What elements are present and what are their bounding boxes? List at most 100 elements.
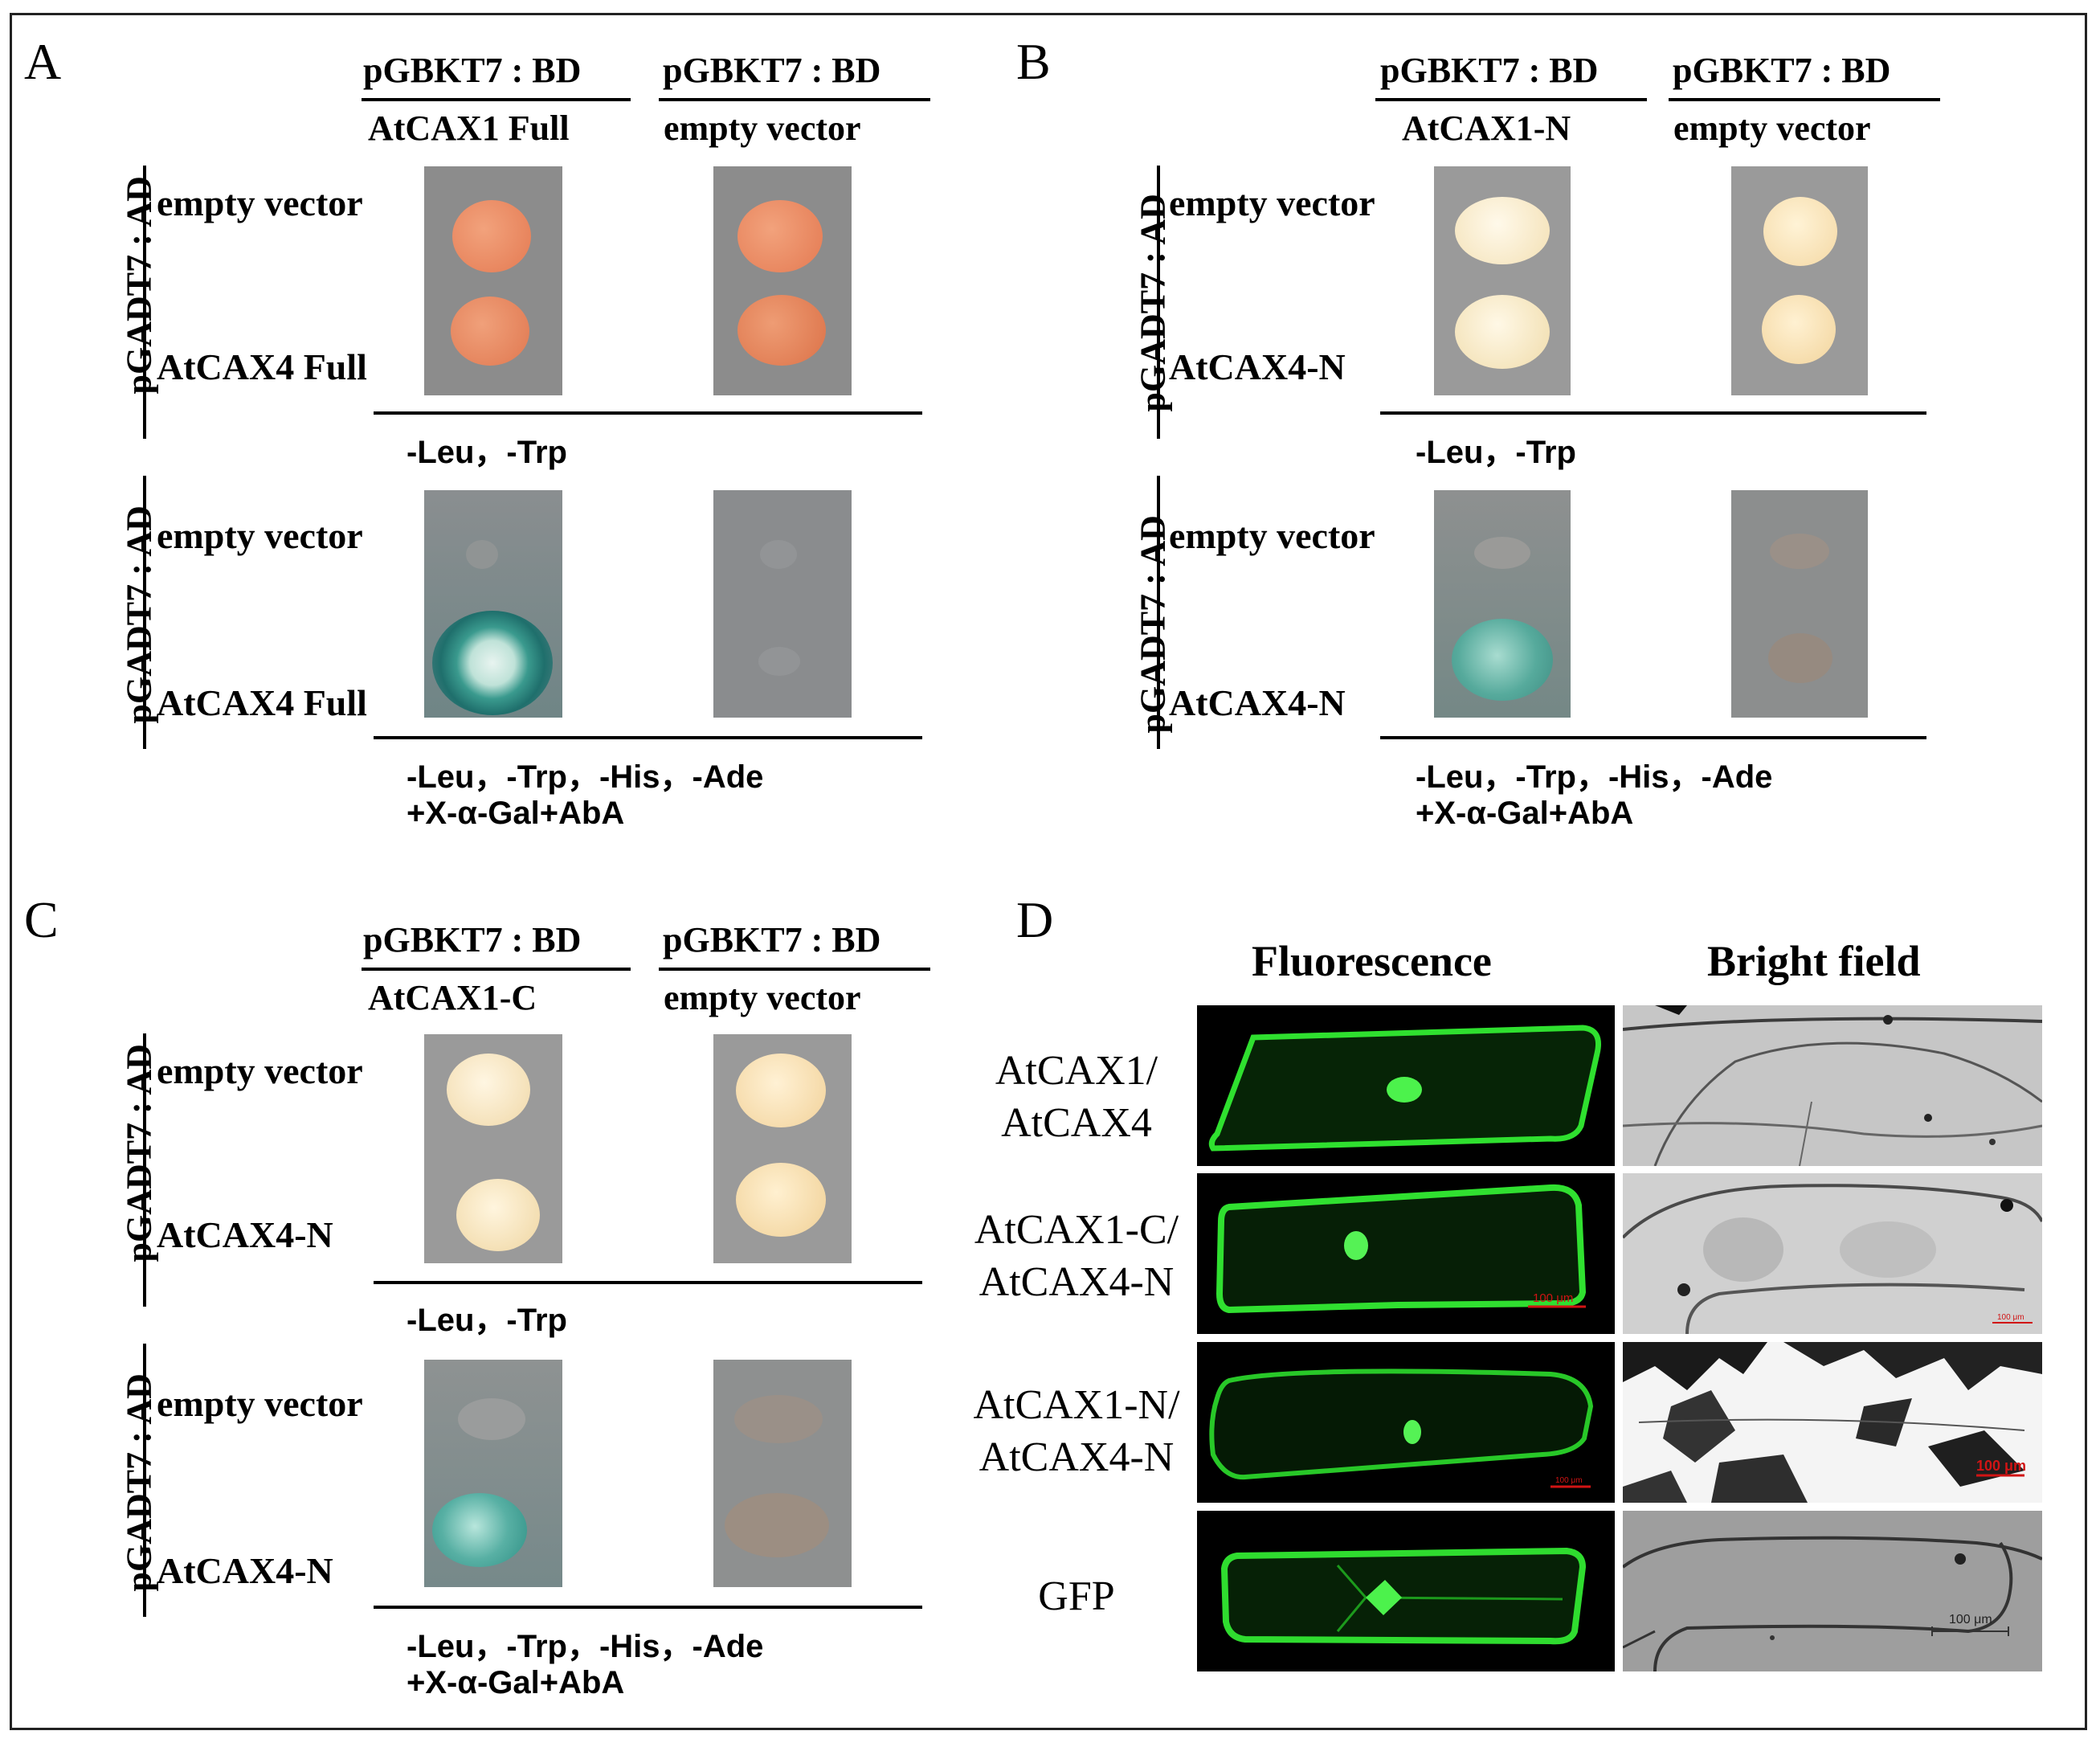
colony xyxy=(736,1163,826,1237)
panel-c-media1-line xyxy=(374,1281,922,1284)
panel-c-media2-line1: -Leu，-Trp，-His，-Ade xyxy=(407,1629,764,1664)
fluorescence-image-2: 100 μm xyxy=(1197,1173,1615,1334)
colony xyxy=(758,647,800,676)
panel-d-row1-line1: AtCAX1/ xyxy=(995,1048,1158,1094)
colony xyxy=(1762,295,1836,364)
figure-frame xyxy=(10,13,2087,1730)
panel-b-media2-line xyxy=(1380,736,1926,739)
panel-a-col2-bottom: empty vector xyxy=(664,108,861,148)
panel-b-media1-line xyxy=(1380,411,1926,415)
fluorescence-image-3: 100 μm xyxy=(1197,1342,1615,1503)
panel-a-col1-top: pGBKT7 : BD xyxy=(363,51,582,90)
scale-bar-label: 100 μm xyxy=(1997,1313,2024,1322)
panel-a-side-line-bottom xyxy=(143,476,146,749)
panel-a-media1-line xyxy=(374,411,922,415)
panel-a-plate-4 xyxy=(713,490,852,718)
bright-field-image-1 xyxy=(1623,1005,2042,1166)
panel-c-label: C xyxy=(24,891,59,948)
panel-c-side-label-top: pGADT7 : AD xyxy=(119,1044,159,1262)
panel-c-row4: AtCAX4-N xyxy=(157,1550,333,1591)
panel-a-label: A xyxy=(24,33,62,90)
panel-a-side-line-top xyxy=(143,166,146,439)
panel-a-row1: empty vector xyxy=(157,182,363,223)
scale-bar-label: 100 μm xyxy=(1949,1613,1992,1626)
colony xyxy=(451,297,529,366)
panel-c-col1-bottom: AtCAX1-C xyxy=(368,978,537,1017)
panel-d-row2-line2: AtCAX4-N xyxy=(979,1259,1175,1305)
panel-d-row3-line1: AtCAX1-N/ xyxy=(973,1382,1180,1428)
panel-c-col1-top: pGBKT7 : BD xyxy=(363,920,582,959)
colony xyxy=(1770,534,1829,569)
panel-b-media2-line1: -Leu，-Trp，-His，-Ade xyxy=(1416,759,1773,795)
panel-b-label: B xyxy=(1016,33,1051,90)
panel-c-media2-line2: +X-α-Gal+AbA xyxy=(407,1665,625,1700)
colony xyxy=(734,1395,823,1443)
panel-c-plate-4 xyxy=(713,1360,852,1587)
panel-c-plate-2 xyxy=(713,1034,852,1263)
panel-b-side-line-bottom xyxy=(1157,476,1160,749)
panel-c-row3: empty vector xyxy=(157,1383,363,1424)
bright-field-image-2: 100 μm xyxy=(1623,1173,2042,1334)
bright-field-image-4: 100 μm xyxy=(1623,1511,2042,1671)
panel-b-side-label-bottom: pGADT7 : AD xyxy=(1133,515,1173,734)
panel-c-plate-3 xyxy=(424,1360,562,1587)
panel-a-plate-1 xyxy=(424,166,562,395)
panel-a-row3: empty vector xyxy=(157,515,363,556)
panel-c-row2: AtCAX4-N xyxy=(157,1214,333,1255)
colony xyxy=(458,1398,525,1440)
colony xyxy=(452,200,531,272)
panel-a-media2-line1: -Leu，-Trp，-His，-Ade xyxy=(407,759,764,795)
panel-b-plate-4 xyxy=(1731,490,1868,718)
panel-d-row3-label: AtCAX1-N/ AtCAX4-N xyxy=(948,1379,1205,1483)
panel-b-row1: empty vector xyxy=(1169,182,1375,223)
panel-b-col2-top: pGBKT7 : BD xyxy=(1673,51,1891,90)
panel-a-col2-underline xyxy=(659,98,930,101)
panel-c-side-line-top xyxy=(143,1033,146,1307)
panel-b-col1-top: pGBKT7 : BD xyxy=(1380,51,1599,90)
panel-b-row3: empty vector xyxy=(1169,515,1375,556)
panel-c-plate-1 xyxy=(424,1034,562,1263)
panel-a-col2-top: pGBKT7 : BD xyxy=(663,51,881,90)
panel-d-label: D xyxy=(1016,891,1054,948)
bright-field-image-3: 100 μm xyxy=(1623,1342,2042,1503)
colony xyxy=(737,295,826,366)
fluorescence-image-4 xyxy=(1197,1511,1615,1671)
panel-c-side-line-bottom xyxy=(143,1344,146,1617)
panel-b-media2-line2: +X-α-Gal+AbA xyxy=(1416,796,1634,831)
colony xyxy=(456,1179,540,1251)
blue-colony xyxy=(1452,619,1553,701)
colony xyxy=(1455,295,1550,369)
panel-d-row2-label: AtCAX1-C/ AtCAX4-N xyxy=(948,1204,1205,1308)
panel-b-col1-bottom: AtCAX1-N xyxy=(1402,108,1571,148)
panel-c-col1-underline xyxy=(362,968,631,971)
panel-c-side-label-bottom: pGADT7 : AD xyxy=(119,1373,159,1592)
colony xyxy=(1768,633,1832,683)
colony xyxy=(760,540,797,569)
panel-a-side-label-bottom: pGADT7 : AD xyxy=(119,505,159,724)
panel-c-col2-top: pGBKT7 : BD xyxy=(663,920,881,959)
colony xyxy=(1455,197,1550,264)
panel-d-row1-label: AtCAX1/ AtCAX4 xyxy=(948,1045,1205,1149)
panel-a-row4: AtCAX4 Full xyxy=(157,682,367,723)
panel-a-col1-bottom: AtCAX1 Full xyxy=(368,108,570,148)
panel-d-col1-header: Fluorescence xyxy=(1252,937,1492,985)
colony xyxy=(1474,537,1530,569)
blue-colony xyxy=(432,611,553,715)
panel-a-media2-line2: +X-α-Gal+AbA xyxy=(407,796,625,831)
panel-b-row4: AtCAX4-N xyxy=(1169,682,1346,723)
panel-b-side-line-top xyxy=(1157,166,1160,439)
panel-c-col2-bottom: empty vector xyxy=(664,978,861,1017)
panel-b-media1: -Leu，-Trp xyxy=(1416,435,1576,470)
panel-b-row2: AtCAX4-N xyxy=(1169,346,1346,387)
colony xyxy=(736,1054,826,1127)
colony xyxy=(1763,197,1837,266)
panel-a-plate-3 xyxy=(424,490,562,718)
scale-bar-label: 100 μm xyxy=(1555,1476,1583,1485)
panel-d-col2-header: Bright field xyxy=(1707,937,1921,985)
blue-colony xyxy=(432,1493,527,1567)
panel-a-plate-2 xyxy=(713,166,852,395)
scale-bar-label: 100 μm xyxy=(1976,1458,2026,1474)
panel-c-media2-line xyxy=(374,1606,922,1609)
panel-a-media1: -Leu，-Trp xyxy=(407,435,567,470)
panel-b-plate-2 xyxy=(1731,166,1868,395)
